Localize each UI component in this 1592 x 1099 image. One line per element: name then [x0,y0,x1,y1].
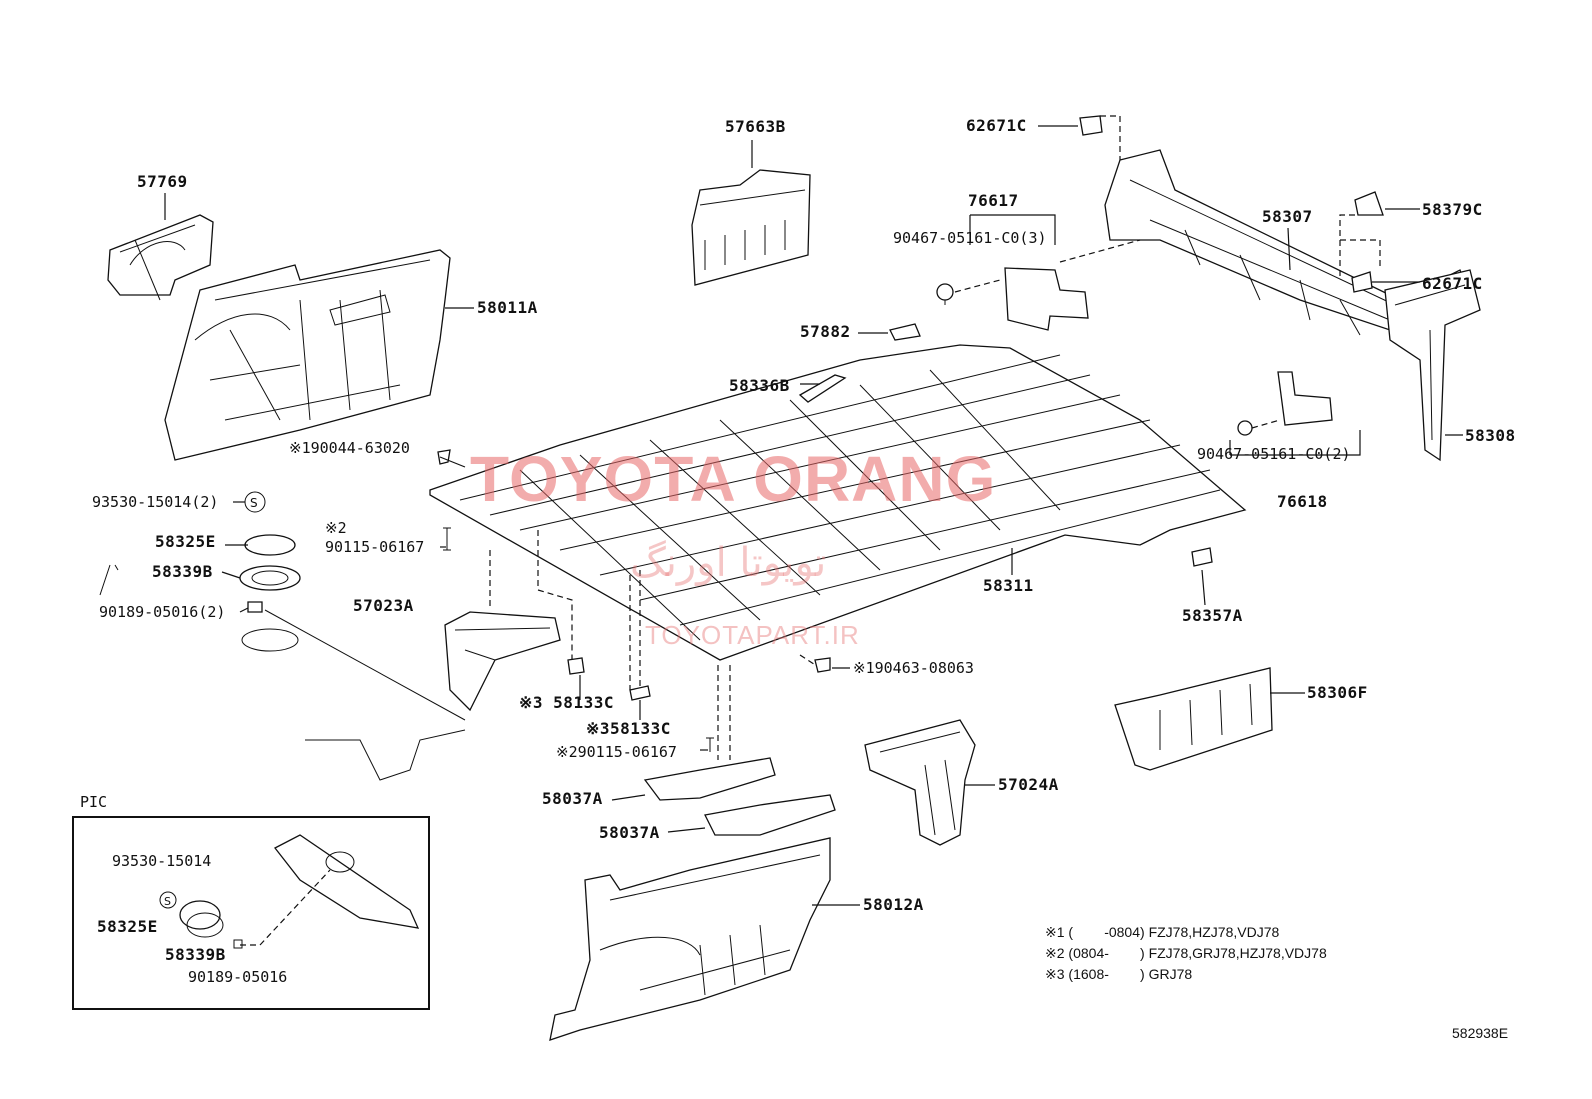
part-62671C-top [1079,115,1103,136]
leader-lines [164,125,1463,906]
part-58336B [798,374,847,403]
label-58012A: 58012A [863,895,924,914]
label-90467-05161-C0-2: 90467-05161-C0(2) [1197,445,1351,463]
label-58357A: 58357A [1182,606,1243,625]
label-90467-05161-C0-3: 90467-05161-C0(3) [893,229,1047,247]
label-90115-06167-b: ※290115-06167 [556,743,677,761]
label-58308: 58308 [1465,426,1516,445]
part-93530-15014-2: S [244,491,266,513]
pic-drawing: S [159,834,420,949]
label-90189-05016-2: 90189-05016(2) [99,603,226,621]
pic-label-93530-15014: 93530-15014 [112,852,212,870]
note-2-models: FZJ78,GRJ78,HZJ78,VDJ78 [1148,945,1327,961]
part-58012A [549,837,831,1041]
watermark-title: TOYOTA ORANG [470,443,997,515]
svg-text:S: S [250,496,258,510]
label-57023A: 57023A [353,596,414,615]
note-3: ※3 (1608- ) GRJ78 [1045,966,1192,983]
label-93530-15014-2: 93530-15014(2) [92,493,219,511]
note-3-models: GRJ78 [1148,966,1193,982]
part-58011A [164,249,451,461]
label-58325E: 58325E [155,532,216,551]
note-2: ※2 (0804- ) FZJ78,GRJ78,HZJ78,VDJ78 [1045,945,1327,962]
pic-title: PIC [80,793,108,811]
label-62671C-top: 62671C [966,116,1027,135]
part-90044 [437,449,451,465]
label-90115-06167-a: 90115-06167 [325,538,425,556]
part-58311 [429,344,1247,661]
label-76617: 76617 [968,191,1019,210]
label-58311: 58311 [983,576,1034,595]
part-76618 [1229,371,1361,456]
part-57769 [107,214,214,301]
part-58308 [1384,269,1481,462]
label-90044-63020: ※190044-63020 [289,439,410,457]
pic-label-58325E: 58325E [97,917,158,936]
part-58339B [239,565,301,591]
label-57769: 57769 [137,172,188,191]
part-58325E [244,534,296,556]
part-90467-2 [1237,420,1253,436]
part-57882 [889,323,921,341]
note-1-mark: ※1 [1045,924,1065,940]
part-57023A [444,611,561,712]
part-58379C [1354,191,1384,216]
label-58133C-a: ※3 58133C [519,693,614,712]
label-58339B: 58339B [152,562,213,581]
label-58307: 58307 [1262,207,1313,226]
watermark-farsi: تویوتا اورنگ [630,540,827,586]
note-2-mark: ※2 [1045,945,1065,961]
part-90115-a [443,527,451,551]
note-3-mark: ※3 [1045,966,1065,982]
part-58133C-a [567,657,585,675]
part-57663B [691,169,811,286]
label-58037A-a: 58037A [542,789,603,808]
label-58379C: 58379C [1422,200,1483,219]
part-58037A-a [643,757,776,801]
label-58011A: 58011A [477,298,538,317]
label-57882: 57882 [800,322,851,341]
note-1-models: FZJ78,HZJ78,VDJ78 [1148,924,1280,940]
label-62671C-right: 62671C [1422,274,1483,293]
part-90463 [814,657,831,673]
part-58037A-b [704,794,836,836]
pic-inset-box [72,816,430,1010]
label-90463-08063: ※190463-08063 [853,659,974,677]
part-90115-b [706,737,714,752]
label-76618: 76618 [1277,492,1328,511]
part-58306F [1114,667,1273,771]
note-2-range: (0804- ) [1068,945,1145,961]
pic-label-58339B: 58339B [165,945,226,964]
note-1: ※1 ( -0804) FZJ78,HZJ78,VDJ78 [1045,924,1279,941]
part-58133C-b [629,685,651,701]
label-58133C-b: ※358133C [586,719,671,738]
figure-id: 582938E [1452,1025,1509,1041]
label-57024A: 57024A [998,775,1059,794]
label-58037A-b: 58037A [599,823,660,842]
part-90467-3 [936,283,954,305]
part-57024A [864,719,976,846]
label-57663B: 57663B [725,117,786,136]
part-76617 [969,214,1089,331]
label-90115-mark-a: ※2 [325,519,347,537]
note-1-range: ( -0804) [1068,924,1145,940]
label-58336B: 58336B [729,376,790,395]
part-58357A [1191,547,1213,567]
label-58306F: 58306F [1307,683,1368,702]
part-62671C-right [1351,271,1373,293]
watermark-url: TOYOTAPART.IR [645,620,860,650]
svg-text:S: S [164,895,171,908]
pic-label-90189-05016: 90189-05016 [188,968,288,986]
note-3-range: (1608- ) [1068,966,1145,982]
part-90189-05016-2 [247,601,263,613]
